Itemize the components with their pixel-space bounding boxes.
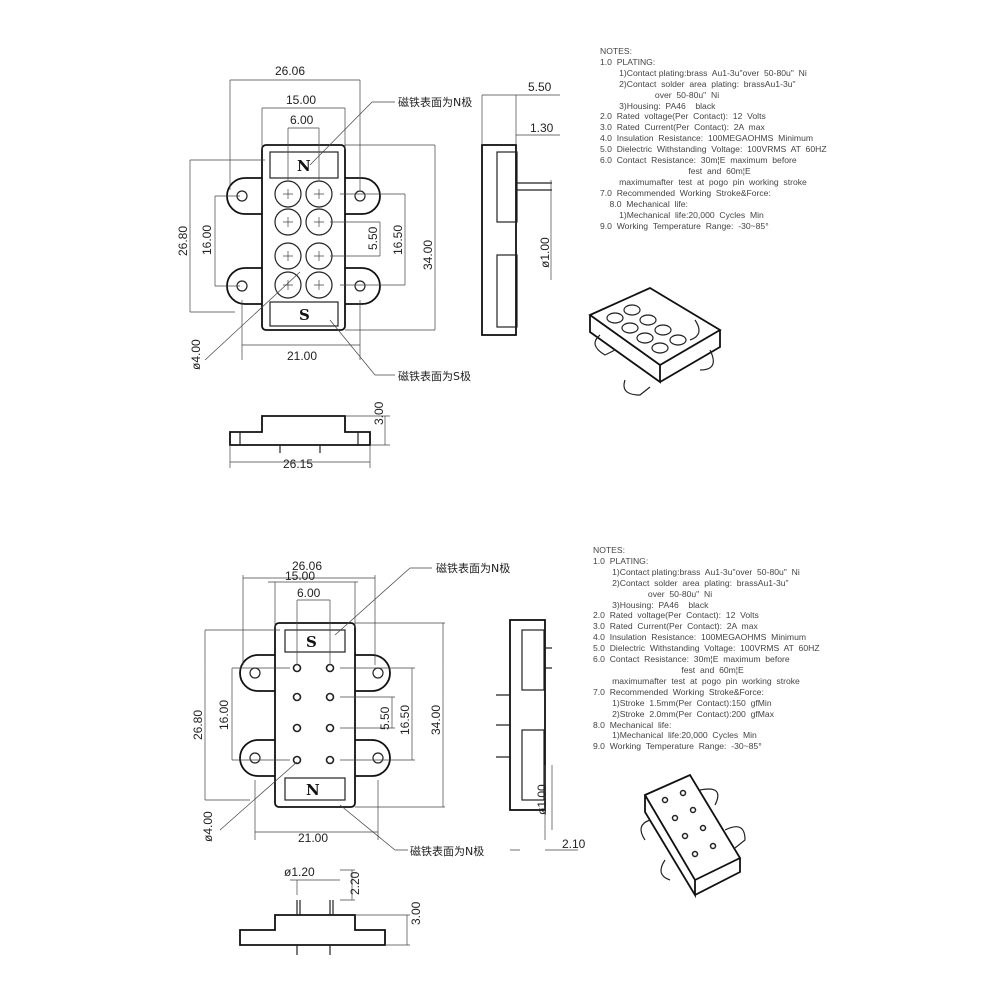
dim-label: 21.00 [298, 831, 328, 845]
note-line: 1)Stroke 1.5mm(Per Contact):150 gfMin [593, 697, 772, 708]
dim-label: 6.00 [290, 113, 314, 127]
note-line: 4.0 Insulation Resistance: 100MEGAOHMS M… [600, 133, 814, 144]
note-line: 1)Contact plating:brass Au1-3u"over 50-8… [593, 566, 800, 577]
dim-label: 5.50 [366, 226, 380, 250]
note-line: 5.0 Dielectric Withstanding Voltage: 100… [593, 643, 820, 654]
magnet-n [269, 151, 339, 179]
housing-outline [261, 144, 346, 331]
drawing-2-front-view: S N 26.06 15.00 6.00 21.00 26.80 16.00 5… [191, 559, 510, 858]
note-line: 6.0 Contact Resistance: 30m¦E maximum be… [600, 155, 797, 166]
drawing-2-isometric-view [640, 773, 746, 899]
magnet-note: 磁铁表面为N极 [436, 561, 510, 575]
note-line: 5.0 Dielectric Withstanding Voltage: 100… [600, 144, 827, 155]
note-line: 1.0 PLATING: [600, 56, 656, 67]
note-line: 1)Mechanical life:20,000 Cycles Min [593, 730, 757, 741]
note-line: 8.0 Mechanical life: [600, 198, 688, 209]
dim-label: ø4.00 [201, 811, 215, 842]
note-line: 1)Mechanical life:20,000 Cycles Min [600, 209, 764, 220]
magnet-n [284, 777, 346, 801]
dim-label: 16.00 [217, 700, 231, 730]
dim-label: ø1.00 [535, 784, 549, 815]
drawing-2-bottom-view: ø1.20 2.20 3.00 [239, 865, 423, 955]
dim-label: 34.00 [421, 240, 435, 270]
note-line: fest and 60m¦E [600, 165, 751, 176]
dim-label: 26.80 [176, 226, 190, 256]
magnet-note: 磁铁表面为N极 [410, 844, 484, 858]
note-line: over 50-80u" Ni [600, 89, 720, 100]
note-line: 6.0 Contact Resistance: 30m¦E maximum be… [593, 654, 790, 665]
pole-label: N [297, 157, 311, 175]
note-line: over 50-80u" Ni [593, 588, 713, 599]
dim-label: 26.80 [191, 710, 205, 740]
pole-label: S [299, 306, 310, 324]
note-line: 4.0 Insulation Resistance: 100MEGAOHMS M… [593, 632, 807, 643]
note-line: 3)Housing: PA46 black [600, 100, 716, 111]
drawing-1-side-view: 5.50 1.30 ø1.00 [481, 80, 560, 336]
note-line: maximumafter test at pogo pin working st… [600, 176, 807, 187]
note-line: maximumafter test at pogo pin working st… [593, 675, 800, 686]
dim-label: ø1.20 [284, 865, 315, 879]
dim-label: 16.50 [391, 225, 405, 255]
magnet-s [284, 629, 346, 653]
note-line: 2.0 Rated voltage(Per Contact): 12 Volts [593, 610, 759, 621]
dim-label: 3.00 [372, 401, 386, 425]
dim-label: 1.30 [530, 121, 554, 135]
drawing-2-side-view: ø1.00 2.10 [496, 619, 586, 851]
magnet-note: 磁铁表面为N极 [398, 95, 472, 109]
dim-label: 3.00 [409, 901, 423, 925]
dim-label: 2.10 [562, 837, 586, 851]
drawing-1-bottom-view: 26.15 3.00 [229, 401, 390, 471]
note-line: NOTES: [600, 46, 632, 56]
note-line: 2)Contact solder area plating: brassAu1-… [593, 577, 789, 588]
notes-block-1: NOTES:1.0 PLATING: 1)Contact plating:bra… [600, 46, 827, 231]
drawing-1-isometric-view [588, 286, 722, 396]
dim-label: 5.50 [378, 706, 392, 730]
note-line: 9.0 Working Temperature Range: -30~85° [593, 741, 762, 752]
note-line: 1.0 PLATING: [593, 555, 649, 566]
note-line: 7.0 Recommended Working Stroke&Force: [600, 187, 771, 198]
note-line: fest and 60m¦E [593, 664, 744, 675]
housing-outline [274, 622, 356, 808]
dim-label: ø1.00 [538, 237, 552, 268]
pole-label: S [306, 633, 317, 651]
dim-label: 2.20 [348, 871, 362, 895]
magnet-s [269, 301, 339, 327]
note-line: 9.0 Working Temperature Range: -30~85° [600, 220, 769, 231]
contact-pins [292, 663, 335, 765]
note-line: 2)Contact solder area plating: brassAu1-… [600, 78, 796, 89]
dim-label: 16.50 [398, 705, 412, 735]
dim-label: 26.15 [283, 457, 313, 471]
dim-label: 34.00 [429, 705, 443, 735]
note-line: 1)Contact plating:brass Au1-3u"over 50-8… [600, 67, 807, 78]
note-line: 3.0 Rated Current(Per Contact): 2A max [600, 122, 765, 133]
pole-label: N [306, 781, 320, 799]
note-line: 2.0 Rated voltage(Per Contact): 12 Volts [600, 111, 766, 122]
note-line: NOTES: [593, 545, 625, 555]
note-line: 2)Stroke 2.0mm(Per Contact):200 gfMax [593, 708, 775, 719]
dim-label: 26.06 [292, 559, 322, 573]
note-line: 3.0 Rated Current(Per Contact): 2A max [593, 621, 758, 632]
dim-label: 21.00 [287, 349, 317, 363]
note-line: 3)Housing: PA46 black [593, 599, 709, 610]
dim-label: 15.00 [285, 569, 315, 583]
dim-label: ø4.00 [189, 339, 203, 370]
drawing-1-front-view: N S 26.06 15.00 6.00 21.00 26.80 16.00 5… [176, 64, 472, 383]
note-line: 7.0 Recommended Working Stroke&Force: [593, 686, 764, 697]
dim-label: 16.00 [200, 225, 214, 255]
dim-label: 26.06 [275, 64, 305, 78]
dim-label: 15.00 [286, 93, 316, 107]
contact-holes [274, 180, 333, 299]
dim-label: 5.50 [528, 80, 552, 94]
magnet-note: 磁铁表面为S极 [398, 369, 471, 383]
note-line: 8.0 Mechanical life: [593, 719, 672, 730]
dim-label: 6.00 [297, 586, 321, 600]
notes-block-2: NOTES:1.0 PLATING: 1)Contact plating:bra… [593, 545, 820, 752]
